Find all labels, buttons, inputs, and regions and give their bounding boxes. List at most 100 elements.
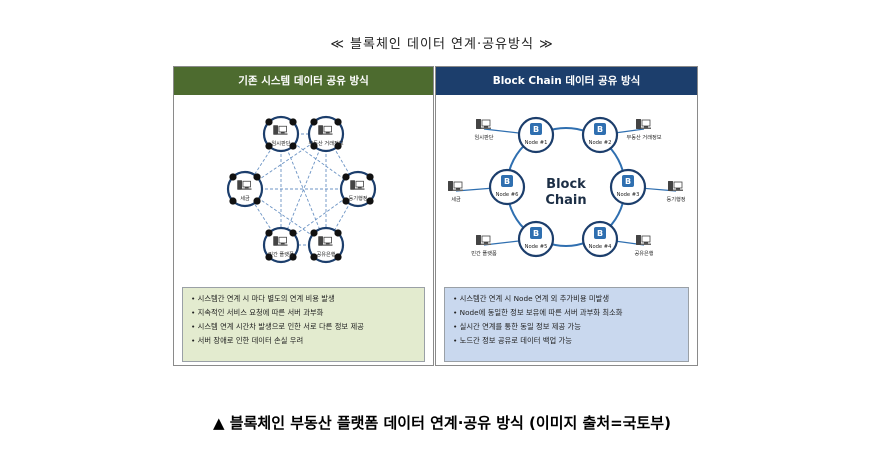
block-icon-letter: B xyxy=(533,125,539,134)
blockchain-center-label: Chain xyxy=(545,193,586,208)
connected-system: 공유은행 xyxy=(634,235,654,257)
server-icon xyxy=(273,125,288,135)
system-node-label: 공유은행 xyxy=(316,251,335,258)
blockchain-node: B Node #5 xyxy=(517,220,555,258)
blockchain-node: B Node #1 xyxy=(517,116,555,154)
blockchain-node: B Node #6 xyxy=(488,168,526,206)
connector-dot xyxy=(229,197,237,205)
blockchain-node: B Node #3 xyxy=(609,168,647,206)
block-icon xyxy=(530,123,542,135)
server-icon xyxy=(350,180,365,190)
connected-system: 등기행정 xyxy=(666,181,686,203)
figure-caption: ▲ 블록체인 부동산 플랫폼 데이터 연계·공유 방식 (이미지 출처=국토부) xyxy=(213,414,671,432)
system-node: 공유은행 xyxy=(307,226,345,264)
blockchain-benefit-item: • Node에 동일한 정보 보유에 따른 서버 과부화 최소화 xyxy=(453,308,623,317)
connector-dot xyxy=(265,253,273,261)
server-icon xyxy=(668,181,683,191)
system-node: 부동산 거래정보 xyxy=(307,115,345,153)
connector-dot xyxy=(310,118,318,126)
connected-system: 세금 xyxy=(448,181,463,203)
system-node-label: 부동산 거래정보 xyxy=(308,139,343,147)
server-icon xyxy=(476,119,491,129)
connector-dot xyxy=(334,118,342,126)
server-icon xyxy=(636,235,651,245)
connected-system-label: 등기행정 xyxy=(666,195,685,203)
blockchain-node-label: Node #4 xyxy=(589,244,613,250)
system-node: 민간 플랫폼 xyxy=(262,226,300,264)
system-node-label: 세금 xyxy=(240,194,250,202)
connector-dot xyxy=(366,197,374,205)
block-icon xyxy=(594,123,606,135)
connector-dot xyxy=(289,118,297,126)
block-icon xyxy=(530,227,542,239)
connector-dot xyxy=(366,173,374,181)
connector-dot xyxy=(253,197,261,205)
connected-system-label: 공유은행 xyxy=(634,250,653,257)
blockchain-node-label: Node #1 xyxy=(525,140,548,146)
legacy-issue-item: • 서버 장애로 인한 데이터 손실 우려 xyxy=(191,336,304,345)
connector-dot xyxy=(229,173,237,181)
blockchain-panel-header: Block Chain 데이터 공유 방식 xyxy=(436,67,697,95)
connector-dot xyxy=(342,173,350,181)
blockchain-node-label: Node #3 xyxy=(617,192,640,198)
connected-system-label: 부동산 거래정보 xyxy=(626,133,661,141)
connector-dot xyxy=(265,118,273,126)
legacy-issue-item: • 시스템 연계 시간차 발생으로 인한 서로 다른 정보 제공 xyxy=(191,322,364,331)
server-icon xyxy=(448,181,463,191)
blockchain-node-label: Node #5 xyxy=(525,244,548,250)
connector-dot xyxy=(289,253,297,261)
system-node-label: 임시판단 xyxy=(271,139,290,147)
block-icon-letter: B xyxy=(504,177,510,186)
legacy-panel-header: 기존 시스템 데이터 공유 방식 xyxy=(174,67,433,95)
blockchain-node-label: Node #6 xyxy=(496,192,519,198)
page-title: ≪ 블록체인 데이터 연계·공유방식 ≫ xyxy=(330,37,554,52)
server-icon xyxy=(636,119,651,129)
blockchain-benefit-item: • 실시간 연계를 통한 동일 정보 제공 가능 xyxy=(453,322,581,331)
connector-dot xyxy=(342,197,350,205)
connector-dot xyxy=(289,142,297,150)
server-icon xyxy=(476,235,491,245)
connector-dot xyxy=(265,229,273,237)
connected-system: 부동산 거래정보 xyxy=(626,119,662,141)
connector-dot xyxy=(334,142,342,150)
connected-system-label: 민간 플랫폼 xyxy=(471,249,497,257)
connector-dot xyxy=(310,142,318,150)
blockchain-benefit-item: • 노드간 정보 공유로 데이터 백업 가능 xyxy=(453,336,572,345)
system-node: 임시판단 xyxy=(262,115,300,153)
blockchain-node-label: Node #2 xyxy=(589,140,612,146)
blockchain-benefit-item: • 시스템간 연계 시 Node 연계 외 추가비용 미발생 xyxy=(453,294,610,303)
system-node: 등기행정 xyxy=(339,170,377,208)
server-icon xyxy=(318,236,333,246)
block-icon xyxy=(622,175,634,187)
block-icon xyxy=(501,175,513,187)
blockchain-benefits-list: • 시스템간 연계 시 Node 연계 외 추가비용 미발생 • Node에 동… xyxy=(444,287,689,362)
connected-system: 임시판단 xyxy=(474,119,494,141)
legacy-issue-item: • 지속적인 서비스 요청에 따른 서버 과부화 xyxy=(191,308,324,317)
block-icon-letter: B xyxy=(625,177,631,186)
server-icon xyxy=(273,236,288,246)
connector-dot xyxy=(310,229,318,237)
connected-system-label: 세금 xyxy=(451,195,461,203)
system-node: 세금 xyxy=(226,170,264,208)
connected-system: 민간 플랫폼 xyxy=(471,235,497,257)
connector-dot xyxy=(253,173,261,181)
blockchain-node: B Node #4 xyxy=(581,220,619,258)
connector-dot xyxy=(334,229,342,237)
connector-dot xyxy=(334,253,342,261)
block-icon-letter: B xyxy=(597,229,603,238)
system-node-label: 민간 플랫폼 xyxy=(268,250,294,258)
legacy-issue-item: • 시스템간 연계 시 마다 별도의 연계 비용 발생 xyxy=(191,294,335,303)
server-icon xyxy=(318,125,333,135)
connector-dot xyxy=(265,142,273,150)
block-icon-letter: B xyxy=(533,229,539,238)
system-node-label: 등기행정 xyxy=(348,194,367,202)
connector-dot xyxy=(310,253,318,261)
